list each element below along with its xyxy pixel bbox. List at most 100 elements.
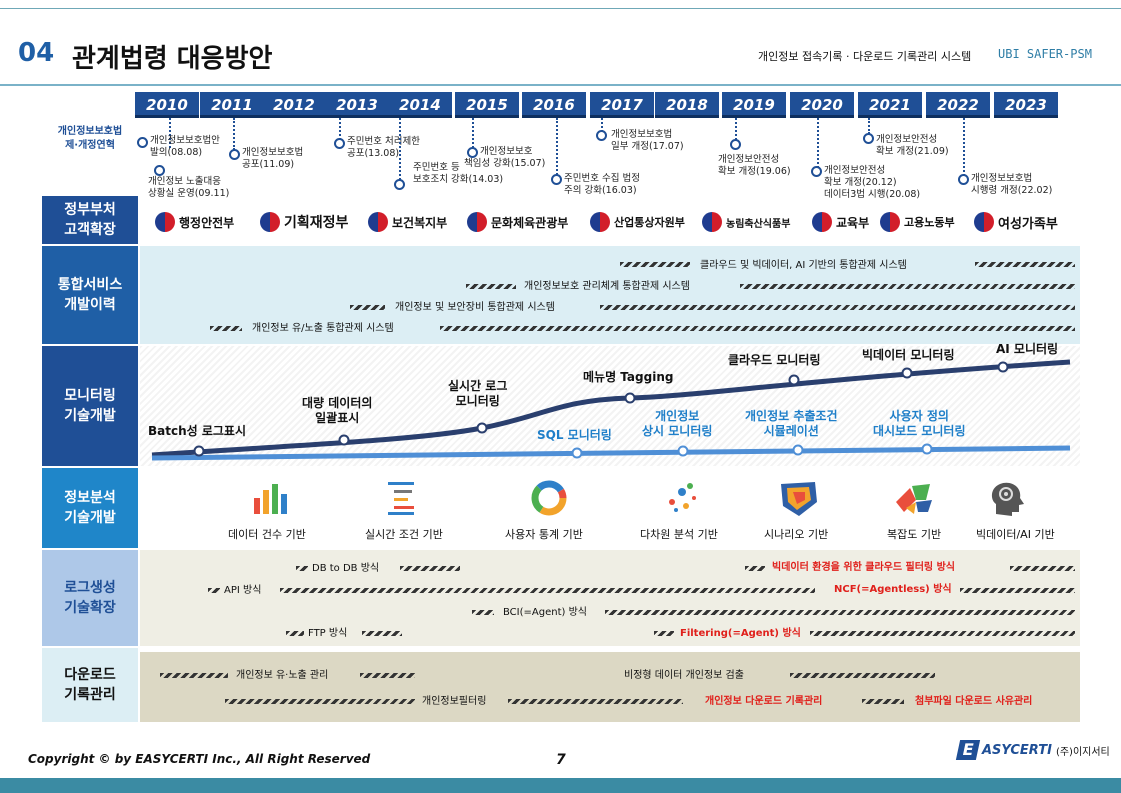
agency-name: 문화체육관광부 [491,215,569,230]
government-emblem-icon [880,212,900,232]
agency-name: 여성가족부 [998,216,1058,232]
download-item: 개인정보 다운로드 기록관리 [705,696,823,707]
milestone-dot [901,367,913,379]
agency-moel: 고용노동부 [880,212,955,232]
agency-mcst: 문화체육관광부 [467,212,568,232]
event-line: 일부 개정(17.07) [611,141,684,152]
milestone-line: AI 모니터링 [996,342,1059,356]
event-line: 공포(13.08) [347,148,400,159]
year-2020: 2020 [790,92,854,118]
hatch-bar [280,588,815,593]
event-line: 개인정보보호법 [242,147,304,158]
milestone-line: 대량 데이터의 [302,396,373,410]
event-line: 개인정보보호 [480,146,533,157]
row-label-line: 기록관리 [64,687,116,703]
hatch-bar [600,305,1075,310]
logo-text: ASYCERTI [982,742,1052,758]
milestone-dot [792,444,804,456]
event-line: 발의(08.08) [150,147,203,158]
milestone-line: 모니터링 [455,394,500,408]
event-line: 개인정보안전성 [824,165,886,176]
agency-name: 산업통상자원부 [614,216,685,229]
hatch-bar [350,305,385,310]
government-emblem-icon [974,212,994,232]
log-item: DB to DB 방식 [312,563,380,574]
year-2018: 2018 [655,92,719,118]
bottom-bar [0,778,1121,793]
integration-item: 개인정보 및 보안장비 통합관제 시스템 [395,302,555,313]
legal-label-line1: 개인정보보호법 [57,126,123,137]
event-line: 데이터3법 시행(20.08) [824,189,921,200]
agency-motie: 산업통상자원부 [590,212,685,232]
timeline-connector [233,118,235,150]
event-line: 개인정보보호법안 [150,135,220,146]
event-line: 주민번호 처리제한 [347,136,420,147]
year-2021: 2021 [858,92,922,118]
year-2019: 2019 [722,92,786,118]
event-line: 주의 강화(16.03) [564,185,637,196]
download-panel [140,652,1080,722]
hatch-bar [360,673,415,678]
event-line: 공포(11.09) [242,159,295,170]
agency-name: 농림축산식품부 [726,218,791,230]
timeline-connector [963,118,965,176]
log-item: NCF(=Agentless) 방식 [834,584,952,595]
list-icon [388,482,414,515]
event-line: 주민번호 수집 법정 [564,173,640,184]
logo-korean-name: (주)이지서티 [1055,746,1110,758]
hatch-bar [508,699,683,704]
event-line: 책임성 강화(15.07) [464,158,546,169]
legal-event: 주민번호 등 보호조치 강화(14.03) [413,162,503,186]
agency-name: 고용노동부 [904,216,955,229]
hatch-bar [960,588,1075,593]
legal-event: 개인정보보호 책임성 강화(15.07) [464,146,545,170]
milestone-line: 메뉴명 Tagging [583,370,674,384]
monitoring-milestone: SQL 모니터링 [537,428,612,443]
year-2010: 2010 [135,92,199,118]
hatch-bar [1010,566,1075,571]
government-emblem-icon [467,212,487,232]
agency-name: 교육부 [836,215,870,230]
event-line: 주민번호 등 [413,162,460,173]
row-label-line: 고객확장 [64,222,116,238]
analysis-label: 시나리오 기반 [764,528,829,541]
milestone-dot [476,422,488,434]
event-line: 개인정보보호법 [611,129,673,140]
hatch-bar [745,566,765,571]
year-2012: 2012 [262,92,326,118]
analysis-label: 다차원 분석 기반 [640,528,718,541]
agency-name: 행정안전부 [179,215,235,230]
analysis-label: 빅데이터/AI 기반 [976,528,1055,541]
year-2017: 2017 [590,92,654,118]
milestone-line: 상시 모니터링 [642,424,713,438]
row-label-line: 로그생성 [64,580,116,596]
integration-item: 클라우드 및 빅데이터, AI 기반의 통합관제 시스템 [700,260,907,271]
year-2015: 2015 [455,92,519,118]
event-line: 개인정보 노출대응 [148,176,221,187]
milestone-line: 빅데이터 모니터링 [862,348,955,362]
milestone-line: SQL 모니터링 [537,428,612,442]
agency-mogef: 여성가족부 [974,212,1058,232]
page-title: 관계법령 대응방안 [72,44,273,74]
milestone-line: 실시간 로그 [448,379,508,393]
lower-curve [151,445,1071,461]
shapes-icon [896,484,932,514]
row-label-line: 정보분석 [64,490,116,506]
title-rule [0,84,1121,86]
milestone-line: 개인정보 [655,409,700,423]
timeline-dot [137,137,148,148]
hatch-bar [790,673,935,678]
hatch-bar [472,610,494,615]
page-subtitle: 개인정보 접속기록 · 다운로드 기록관리 시스템 [758,50,972,63]
company-logo: E ASYCERTI (주)이지서티 [955,740,1110,760]
hatch-bar [210,326,242,331]
government-emblem-icon [812,212,832,232]
donut-chart-icon [531,480,567,516]
timeline-dot [154,165,165,176]
